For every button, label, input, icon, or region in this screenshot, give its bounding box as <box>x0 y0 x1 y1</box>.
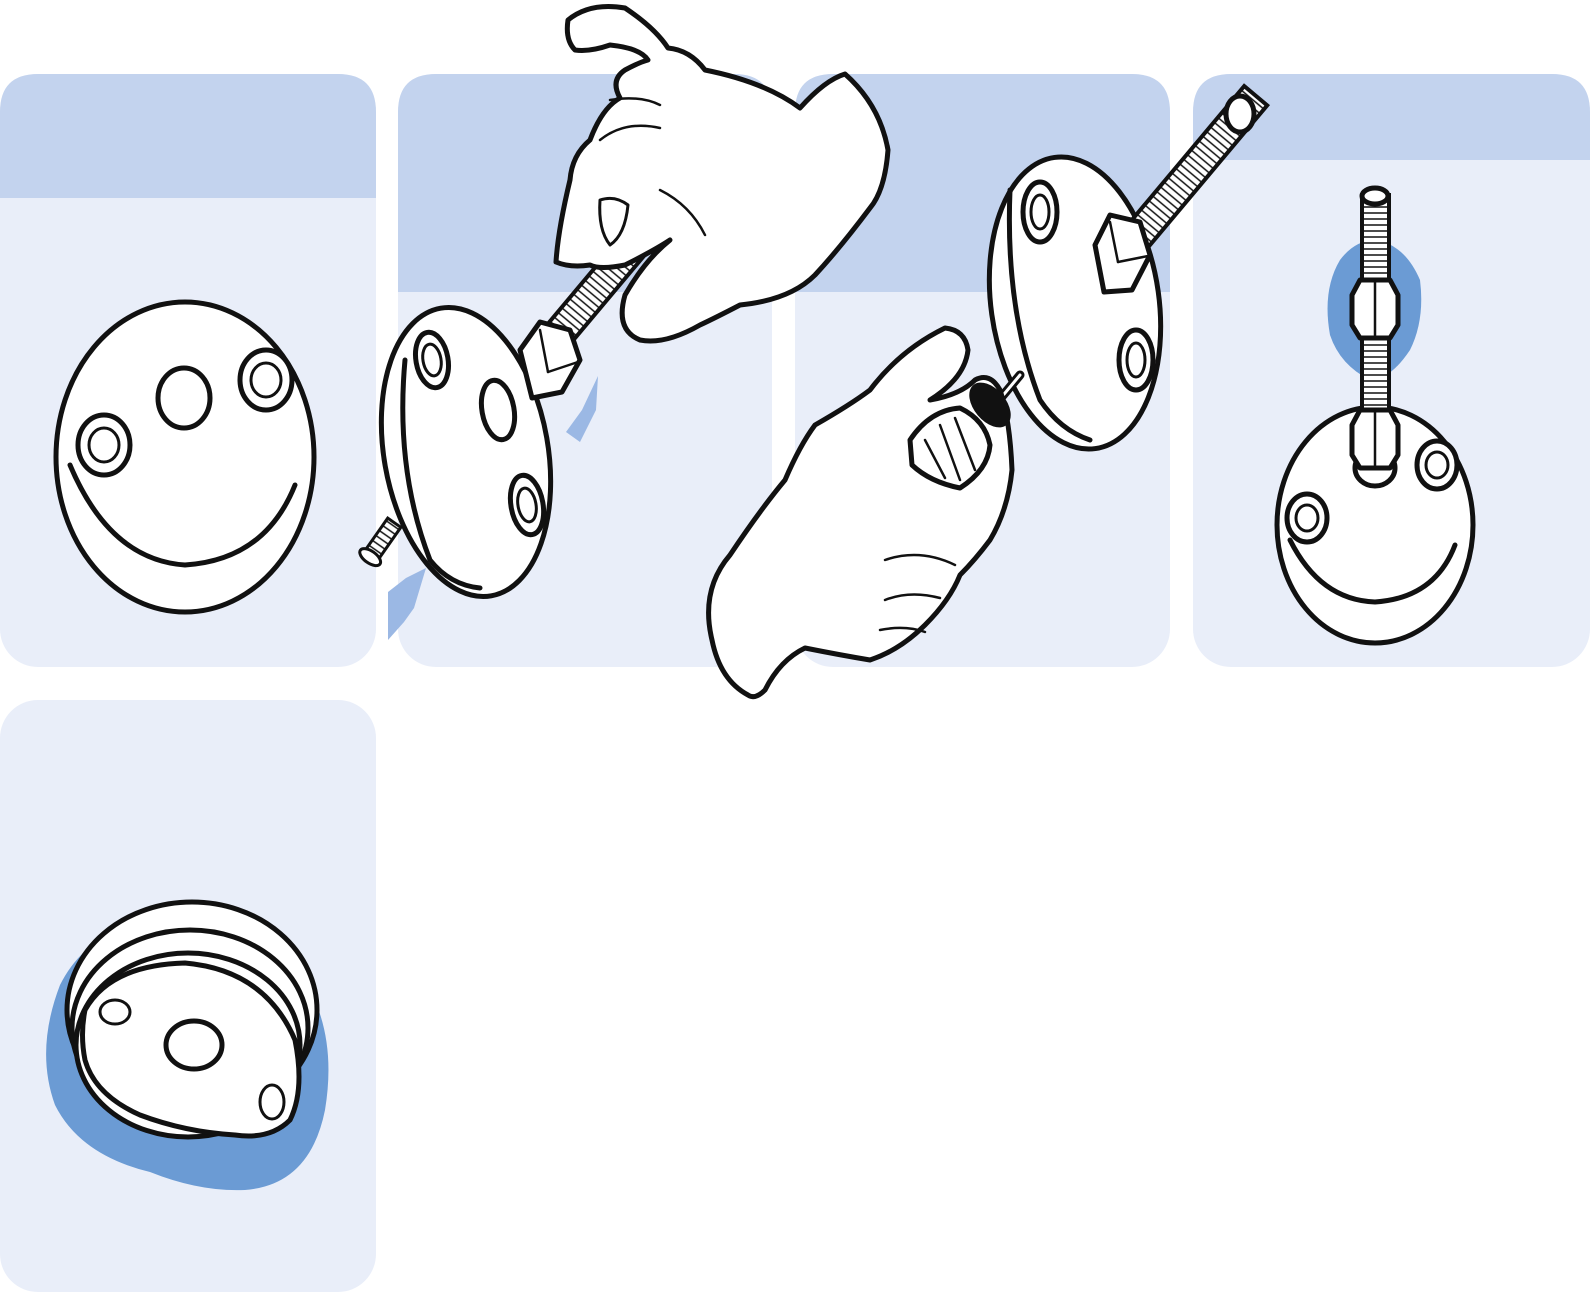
insert-arrow <box>566 376 598 442</box>
insert-arrow <box>388 568 426 640</box>
leveling-foot-assembled-icon <box>1274 185 1476 646</box>
screw-into-base-icon <box>358 4 891 640</box>
stacked-pads-icon <box>46 899 329 1191</box>
round-base-pad-icon <box>53 299 317 615</box>
screwdriver-fasten-icon <box>706 83 1271 700</box>
